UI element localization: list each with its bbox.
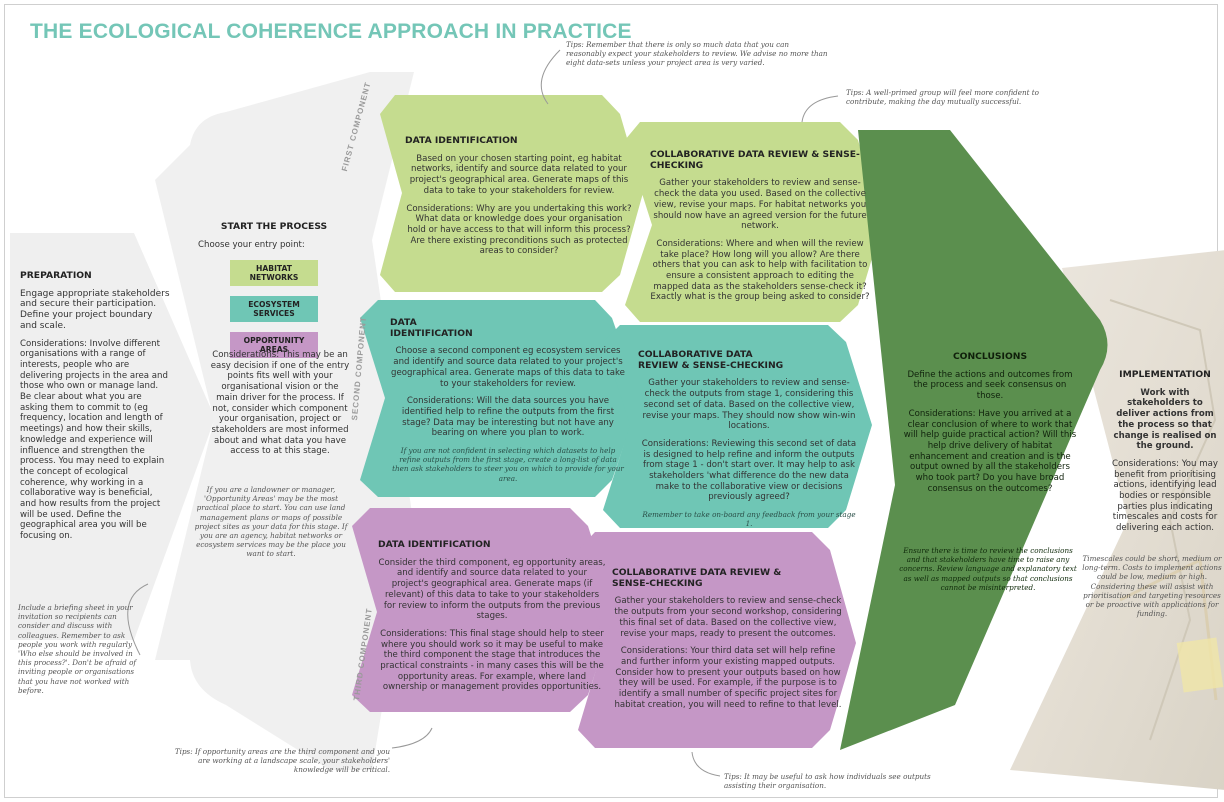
second-di-note: If you are not confident in selecting wh… xyxy=(392,446,624,483)
entry-opportunity-areas: OPPORTUNITY AREAS xyxy=(230,332,318,359)
first-data-identification: DATA IDENTIFICATION Based on your chosen… xyxy=(405,135,633,264)
second-cr-note: Remember to take on-board any feedback f… xyxy=(642,510,856,529)
preparation-lead: Engage appropriate stakeholders and secu… xyxy=(20,288,170,331)
start-process-considerations: Considerations: This may be an easy deci… xyxy=(210,350,350,457)
tip-bottom-right: Tips: It may be useful to ask how indivi… xyxy=(724,772,931,791)
implementation-block: IMPLEMENTATION Work with stakeholders to… xyxy=(1110,369,1220,541)
first-cr-heading: COLLABORATIVE DATA REVIEW & SENSE-CHECKI… xyxy=(650,149,860,171)
conclusions-block: CONCLUSIONS Define the actions and outco… xyxy=(900,351,1080,501)
third-di-body: Considerations: This final stage should … xyxy=(380,628,604,693)
conclusions-shape xyxy=(840,130,1108,750)
first-collab-review-shape xyxy=(625,122,882,322)
preparation-heading: PREPARATION xyxy=(20,270,92,281)
third-cr-lead: Gather your stakeholders to review and s… xyxy=(614,596,842,639)
start-process-heading: START THE PROCESS xyxy=(220,221,328,232)
first-cr-body: Considerations: Where and when will the … xyxy=(650,238,870,303)
first-cr-lead: Gather your stakeholders to review and s… xyxy=(653,178,867,232)
first-di-lead: Based on your chosen starting point, eg … xyxy=(409,153,629,196)
third-data-identification: DATA IDENTIFICATION Consider the third c… xyxy=(378,539,606,700)
entry-point-prompt: Choose your entry point: xyxy=(198,239,305,250)
tip-bottom-left: Tips: If opportunity areas are the third… xyxy=(174,747,390,775)
tip-arrow xyxy=(540,49,561,105)
conclusions-note: Ensure there is time to review the concl… xyxy=(899,546,1077,592)
photo-detail xyxy=(1109,299,1217,741)
preparation-note: Include a briefing sheet in your invitat… xyxy=(18,603,137,695)
second-cr-lead: Gather your stakeholders to review and s… xyxy=(642,378,856,432)
second-collab-review-shape xyxy=(603,325,872,528)
second-cr-body: Considerations: Reviewing this second se… xyxy=(641,438,857,503)
third-di-heading: DATA IDENTIFICATION xyxy=(378,539,491,550)
start-process-shape xyxy=(155,72,414,770)
third-cr-body: Considerations: Your third data set will… xyxy=(614,646,842,710)
second-di-body: Considerations: Will the data sources yo… xyxy=(401,396,615,439)
photo-sticky-note xyxy=(1176,637,1224,693)
preparation-block: PREPARATION Engage appropriate stakehold… xyxy=(20,270,170,549)
implementation-note: Timescales could be short, medium or lon… xyxy=(1082,554,1222,619)
implementation-body: Considerations: You may benefit from pri… xyxy=(1112,458,1218,534)
second-di-heading: DATA IDENTIFICATION xyxy=(390,317,473,339)
first-di-body: Considerations: Why are you undertaking … xyxy=(406,203,632,257)
tip-arrow xyxy=(801,95,839,123)
preparation-body: Considerations: Involve different organi… xyxy=(20,338,168,542)
tip-arrow xyxy=(391,727,433,749)
tip-top: Tips: Remember that there is only so muc… xyxy=(566,40,828,68)
second-collab-review: COLLABORATIVE DATA REVIEW & SENSE-CHECKI… xyxy=(638,349,860,536)
first-di-heading: DATA IDENTIFICATION xyxy=(405,135,518,146)
start-process-block: START THE PROCESS Choose your entry poin… xyxy=(198,221,350,368)
third-collab-review-shape xyxy=(578,532,856,748)
implementation-heading: IMPLEMENTATION xyxy=(1119,369,1211,380)
conclusions-lead: Define the actions and outcomes from the… xyxy=(907,369,1073,402)
conclusions-body: Considerations: Have you arrived at a cl… xyxy=(903,408,1077,494)
conclusions-heading: CONCLUSIONS xyxy=(952,351,1028,362)
second-data-identification-shape xyxy=(360,300,640,497)
second-di-lead: Choose a second component eg ecosystem s… xyxy=(391,346,625,389)
third-cr-heading: COLLABORATIVE DATA REVIEW & SENSE-CHECKI… xyxy=(612,567,782,589)
first-data-identification-shape xyxy=(380,95,643,292)
implementation-photo xyxy=(1010,250,1224,790)
first-collab-review: COLLABORATIVE DATA REVIEW & SENSE-CHECKI… xyxy=(650,149,870,310)
second-cr-heading: COLLABORATIVE DATA REVIEW & SENSE-CHECKI… xyxy=(638,349,784,371)
page-title: THE ECOLOGICAL COHERENCE APPROACH IN PRA… xyxy=(30,20,632,43)
tip-right: Tips: A well-primed group will feel more… xyxy=(846,88,1040,107)
start-process-note: If you are a landowner or manager, 'Oppo… xyxy=(194,485,348,559)
third-di-lead: Consider the third component, eg opportu… xyxy=(378,557,606,622)
third-collab-review: COLLABORATIVE DATA REVIEW & SENSE-CHECKI… xyxy=(612,567,844,717)
implementation-lead: Work with stakeholders to deliver action… xyxy=(1113,387,1217,452)
second-data-identification: DATA IDENTIFICATION Choose a second comp… xyxy=(390,317,626,490)
third-data-identification-shape xyxy=(352,508,615,712)
entry-ecosystem-services: ECOSYSTEM SERVICES xyxy=(230,296,318,323)
tip-arrow xyxy=(127,583,149,656)
preparation-shape xyxy=(10,233,215,640)
tip-arrow xyxy=(691,751,721,777)
entry-habitat-networks: HABITAT NETWORKS xyxy=(230,260,318,287)
